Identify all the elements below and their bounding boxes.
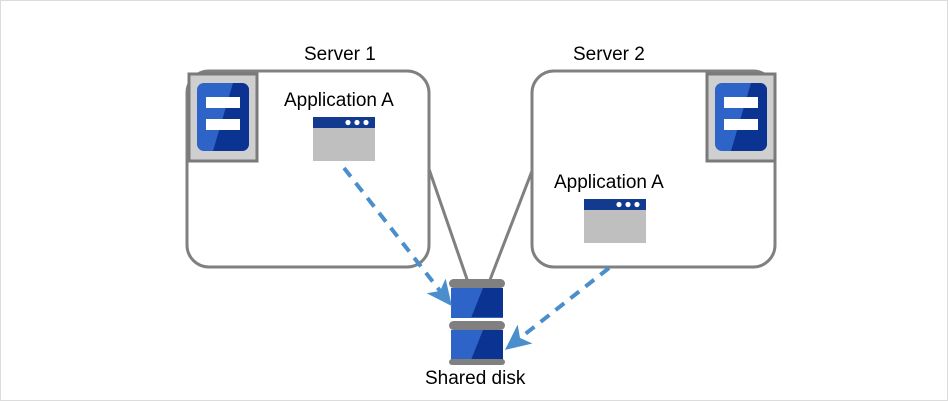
connector-lines — [427, 168, 534, 286]
shared-disk-icon — [449, 279, 505, 365]
server-icon — [187, 72, 259, 163]
server-2-box[interactable] — [530, 69, 777, 269]
server-1-title: Server 1 — [304, 44, 376, 65]
server-2-title: Server 2 — [573, 44, 645, 65]
dashed-access-arrow — [342, 166, 452, 307]
application-window-icon — [313, 117, 375, 161]
application-a-label-server-2: Application A — [554, 172, 664, 193]
server-icon — [705, 72, 777, 163]
dashed-access-arrow — [504, 266, 611, 350]
application-a-label-server-1: Application A — [284, 90, 394, 111]
shared-disk-label: Shared disk — [425, 368, 526, 389]
application-window-icon — [584, 199, 646, 243]
